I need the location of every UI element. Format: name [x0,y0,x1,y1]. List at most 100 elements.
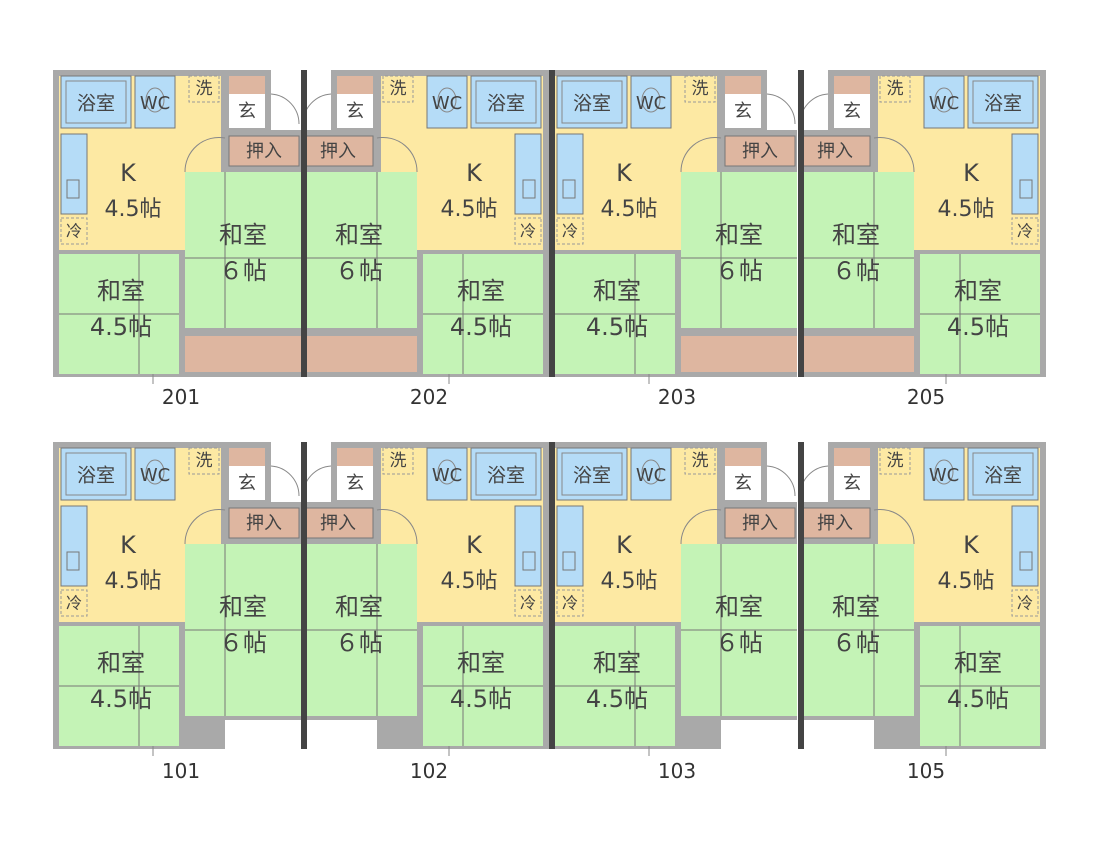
fridge-space [514,589,542,617]
door-swing [873,136,915,173]
washitsu-45-label: 和室 [593,277,641,305]
washitsu-6-size: ６帖 [335,257,383,285]
entrance-label: 玄 [734,101,752,122]
closet-label: 押入 [742,513,778,534]
kitchen-size-label: 4.5帖 [105,197,162,222]
closet [724,507,796,539]
kitchen-counter [60,133,88,215]
washer-label: 洗 [692,79,709,99]
wc-label: WC [929,465,959,486]
unit-plan [798,442,1046,756]
wc-label: WC [140,465,170,486]
kitchen-label: K [963,159,980,187]
entrance-label: 玄 [734,473,752,494]
closet-label: 押入 [742,141,778,162]
washitsu-45-label: 和室 [954,277,1002,305]
washitsu-45-size: 4.5帖 [90,313,152,341]
washitsu-45-label: 和室 [457,277,505,305]
washitsu-6-floor [798,172,914,328]
shoe-box [834,76,870,94]
washitsu-45-size: 4.5帖 [450,313,512,341]
bath-room [967,447,1039,501]
washitsu-45-size: 4.5帖 [586,685,648,713]
washitsu-6-size: ６帖 [715,629,763,657]
kitchen-size-label: 4.5帖 [938,197,995,222]
washitsu-45-label: 和室 [593,649,641,677]
closet-label: 押入 [817,513,853,534]
shoe-box [229,448,265,466]
washitsu-6-floor [301,172,417,328]
bathtub-icon [561,80,623,124]
fridge-space [60,217,88,245]
party-wall [301,70,307,377]
bath-label: 浴室 [77,465,115,487]
fridge-space [60,589,88,617]
bath-room [60,447,132,501]
kitchen-size-label: 4.5帖 [601,197,658,222]
toilet-icon [437,459,457,485]
door-swing [873,508,915,545]
wc-label: WC [636,93,666,114]
kitchen-label: K [963,531,980,559]
washer-label: 洗 [887,79,904,99]
shoe-box [229,76,265,94]
unit-number: 203 [658,385,696,409]
shoe-box [725,76,761,94]
storage-strip [798,336,914,372]
bathtub-icon [65,80,127,124]
kitchen-counter [556,505,584,587]
washer-label: 洗 [887,451,904,471]
washitsu-6-label: 和室 [715,221,763,249]
door-swing [376,136,418,173]
door-swing [766,465,796,497]
kitchen-counter [514,133,542,215]
washitsu-6-size: ６帖 [832,629,880,657]
storage-strip [301,336,417,372]
bath-room [60,75,132,129]
sink-icon [562,179,576,199]
washitsu-6-label: 和室 [219,221,267,249]
washitsu-45-label: 和室 [457,649,505,677]
washitsu-6-size: ６帖 [219,629,267,657]
fridge-label: 冷 [66,594,82,613]
unit-plan [549,442,797,756]
door-swing [766,93,796,125]
washitsu-6-floor [681,172,797,328]
toilet-icon [437,87,457,113]
wc-label: WC [140,93,170,114]
door-swing [680,136,722,173]
entrance-floor [834,94,870,128]
toilet-icon [934,87,954,113]
entrance-floor [337,466,373,500]
closet [302,507,374,539]
washitsu-6-label: 和室 [832,593,880,621]
fridge-label: 冷 [520,594,536,613]
wc-label: WC [929,93,959,114]
shoe-box [834,448,870,466]
kitchen-size-label: 4.5帖 [938,569,995,594]
wc-room [426,447,468,501]
unit-number: 205 [907,385,945,409]
bath-label: 浴室 [487,93,525,115]
bathtub-icon [972,452,1034,496]
unit-plan [53,70,301,384]
entrance-floor [725,466,761,500]
toilet-icon [641,459,661,485]
fridge-space [1011,217,1039,245]
fridge-space [556,589,584,617]
sink-icon [1019,179,1033,199]
door-swing [376,508,418,545]
washitsu-45-label: 和室 [97,649,145,677]
washitsu-6-label: 和室 [335,593,383,621]
fridge-label: 冷 [66,222,82,241]
washitsu-6-label: 和室 [335,221,383,249]
closet [228,135,300,167]
party-wall [798,442,804,749]
entrance-label: 玄 [238,101,256,122]
washitsu-6-size: ６帖 [335,629,383,657]
wc-label: WC [636,465,666,486]
